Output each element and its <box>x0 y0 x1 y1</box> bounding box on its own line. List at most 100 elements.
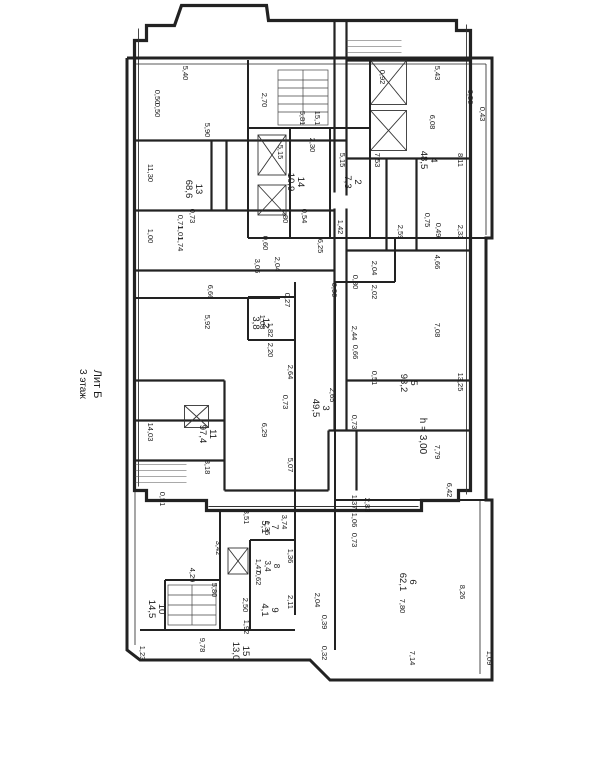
room-area: 49,5 <box>310 399 321 418</box>
plan-title: Лит Б <box>91 370 103 399</box>
room-number: 4 <box>428 157 439 162</box>
room-number: 10 <box>156 604 167 615</box>
dimension-label: 2,04 <box>370 261 379 276</box>
dimension-label: 8,11 <box>456 153 465 167</box>
room-number: 5 <box>408 380 419 385</box>
dimension-label: 5,81 <box>298 111 307 126</box>
dimension-label: 6,08 <box>428 115 437 130</box>
dimension-label: 0,75 <box>423 213 432 228</box>
dimension-label: 2,04 <box>273 257 282 272</box>
dimension-label: 11,30 <box>146 164 155 182</box>
dimension-label: 7,79 <box>433 445 442 460</box>
dimension-label: 0,54 <box>300 209 309 224</box>
dimension-label: 0,27 <box>283 293 292 308</box>
dimension-label: 2,11 <box>286 595 295 609</box>
room-area: 14,5 <box>146 600 157 619</box>
dimension-label: 1,08 <box>258 315 267 330</box>
room-8: 8 3,4 <box>263 560 281 572</box>
room-number: 12 <box>260 318 271 329</box>
room-area: 5,1 <box>259 520 270 533</box>
room-area: 4,1 <box>259 603 270 616</box>
room-5: 5 93,2 <box>398 374 419 393</box>
dimension-label: 0,71 <box>176 215 185 230</box>
dimension-label: 1,37 <box>350 495 359 510</box>
dimension-label: 3,51 <box>242 510 251 525</box>
dimension-label: 1,35 <box>263 521 272 536</box>
dimension-label: 0,50 <box>153 103 162 118</box>
dimension-label: 0,60 <box>261 236 270 251</box>
room-number: 8 <box>272 564 281 569</box>
dimension-label: 6,29 <box>260 423 269 438</box>
dimension-label: 0,49 <box>434 223 443 238</box>
room-area: 13,0 <box>230 642 241 661</box>
dimension-label: 2,50 <box>241 598 250 613</box>
dimension-label: 5,92 <box>203 315 212 330</box>
dimension-label: 2,30 <box>308 138 317 153</box>
screen-stairs <box>167 69 329 626</box>
dimension-label: 14,03 <box>146 423 155 442</box>
dimension-label: 8,18 <box>203 460 212 475</box>
dimension-label: 2,04 <box>313 593 322 608</box>
dimension-label: 3,06 <box>253 259 262 274</box>
room-4: 4 48,5 <box>418 151 439 170</box>
dimension-label: 7,80 <box>398 599 407 614</box>
dimension-label: 0,50 <box>466 90 475 105</box>
dimension-label: 7,14 <box>408 651 417 666</box>
room-2: 2 7,3 <box>342 175 363 188</box>
dimension-label: 1,09 <box>485 651 494 666</box>
room-area: 62,1 <box>397 573 408 592</box>
dimension-label: 9,78 <box>198 638 207 653</box>
dimension-label: 0,50 <box>153 90 162 105</box>
room-area: 7,3 <box>342 175 353 188</box>
dimension-label: 0,62 <box>254 571 263 586</box>
room-7: 7 5,1 <box>259 520 280 533</box>
dimension-label: 1,82 <box>266 323 275 338</box>
dimension-label: 1,36 <box>286 549 295 564</box>
dimension-label: 2,44 <box>350 326 359 341</box>
dimension-label: 2,65 <box>328 388 337 403</box>
dimension-label: 2,83 <box>363 498 372 513</box>
dimension-label: 4,29 <box>188 568 197 583</box>
room-15: 15 13,0 <box>230 642 251 661</box>
dimension-label: 0,73 <box>350 415 359 430</box>
room-6: 6 62,1 <box>397 573 418 592</box>
dimension-label: 4,66 <box>433 255 442 270</box>
title-block: Лит Б 3 этаж h = 3,00 <box>77 369 428 455</box>
staircase-lower <box>134 464 187 483</box>
room-number: 6 <box>407 579 418 584</box>
dimension-label: 2,33 <box>456 225 465 240</box>
dimension-label: 2,70 <box>260 93 269 108</box>
dimension-label: 0,43 <box>478 107 487 122</box>
dimension-label: 5,40 <box>181 66 190 81</box>
dimension-label: 0,73 <box>188 209 197 224</box>
dimension-label: 0,51 <box>370 371 379 386</box>
dimension-label: 1,00 <box>146 229 155 244</box>
dimension-label: 5,07 <box>286 458 295 473</box>
dimension-label: 3,74 <box>280 515 289 530</box>
dimension-label: 5,15 <box>338 153 347 168</box>
staircase-upper <box>346 40 402 59</box>
dimension-label: 15,1 <box>313 111 322 126</box>
room-area: 97,4 <box>197 425 208 444</box>
dimension-label: 0,32 <box>320 646 329 661</box>
screen-walls <box>125 56 494 682</box>
dimension-label: 2,59 <box>396 225 405 240</box>
room-area: 93,2 <box>398 374 409 393</box>
dimension-label: 1,01 <box>176 226 185 241</box>
room-13: 13 68,6 <box>183 180 204 199</box>
room-14: 14 10,9 <box>285 173 306 192</box>
plan-subtitle: 3 этаж <box>77 369 88 399</box>
dimension-label: 13,25 <box>456 373 465 392</box>
dimension-label: 2,64 <box>286 365 295 380</box>
room-10: 10 14,5 <box>146 600 167 619</box>
room-11: 11 97,4 <box>197 425 218 444</box>
room-9: 9 4,1 <box>259 603 280 616</box>
dimension-label: 7,08 <box>433 323 442 338</box>
room-12: 12 3,8 <box>250 316 271 329</box>
dimension-label: 0,73 <box>281 395 290 410</box>
room-number: 11 <box>207 429 218 439</box>
dimension-label: 0,73 <box>350 533 359 548</box>
height-note: h = 3,00 <box>417 418 428 455</box>
